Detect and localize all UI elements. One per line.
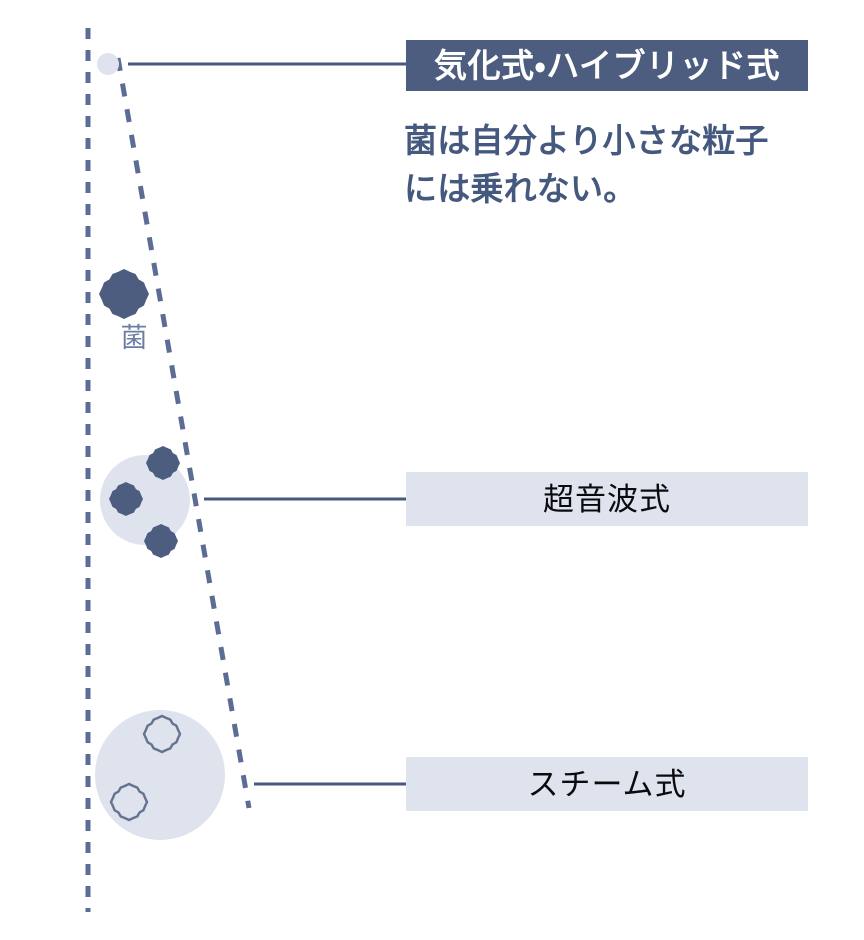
description-line-2: には乗れない。 [404, 169, 637, 207]
description-line-1: 菌は自分より小さな粒子 [404, 122, 769, 159]
steam-droplet-icon [95, 710, 225, 840]
label-box-vaporizing-hybrid[interactable]: 気化式・ハイブリッド式 [406, 40, 808, 91]
label-box-steam[interactable]: スチーム式 [406, 757, 808, 811]
germ-caption-text: 菌 [120, 323, 148, 353]
description-text: 菌は自分より小さな粒子 には乗れない。 [404, 117, 824, 213]
diagonal-dashed-guide [115, 57, 252, 809]
vaporizing-droplet-icon [97, 53, 119, 75]
label-text-vaporizing-hybrid: 気化式・ハイブリッド式 [433, 47, 781, 84]
germ-caption: 菌 [104, 325, 164, 352]
label-text-steam: スチーム式 [527, 766, 687, 802]
label-text-ultrasonic: 超音波式 [543, 481, 671, 517]
label-box-ultrasonic[interactable]: 超音波式 [406, 472, 808, 526]
